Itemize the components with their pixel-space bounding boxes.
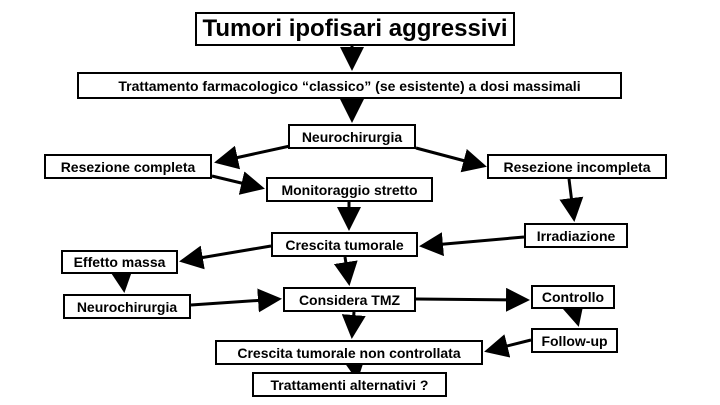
arrow-resezione_completa-to-monitoraggio <box>211 171 265 195</box>
arrow-controllo-to-follow_up <box>560 300 585 327</box>
neurochirurgia-bottom-node: Neurochirurgia <box>63 294 191 319</box>
trattamenti-alternativi-node: Trattamenti alternativi ? <box>252 372 447 397</box>
arrow-resezione_incompleta-to-irradiazione <box>559 178 584 222</box>
resezione-incompleta-node: Resezione incompleta <box>487 154 667 179</box>
monitoraggio-stretto-node: Monitoraggio stretto <box>266 177 433 202</box>
title-node: Tumori ipofisari aggressivi <box>195 12 515 46</box>
arrow-neurochirurgia_top-to-resezione_incompleta <box>415 146 487 173</box>
neurochirurgia-top-node: Neurochirurgia <box>288 124 416 149</box>
arrow-neurochirurgia_top-to-resezione_completa <box>214 144 291 170</box>
arrow-effetto_massa-to-neurochirurgia_bottom <box>109 267 134 293</box>
crescita-non-controllata-node: Crescita tumorale non controllata <box>215 340 483 365</box>
follow-up-node: Follow-up <box>531 328 618 353</box>
arrow-considera_tmz-to-crescita_non_controllata <box>341 311 366 339</box>
resezione-completa-node: Resezione completa <box>44 154 212 179</box>
arrow-neurochirurgia_bottom-to-considera_tmz <box>190 288 282 313</box>
arrow-follow_up-to-crescita_non_controllata <box>484 334 532 358</box>
controllo-node: Controllo <box>531 285 615 309</box>
arrow-crescita-to-effetto_massa <box>179 244 272 270</box>
irradiazione-node: Irradiazione <box>524 223 628 248</box>
arrow-crescita-to-considera_tmz <box>333 256 358 286</box>
arrow-irradiazione-to-crescita <box>419 232 525 257</box>
considera-tmz-node: Considera TMZ <box>283 287 416 312</box>
crescita-tumorale-node: Crescita tumorale <box>271 232 418 257</box>
effetto-massa-node: Effetto massa <box>61 250 178 274</box>
flowchart-arrows <box>109 46 585 381</box>
trattamento-farmacologico-node: Trattamento farmacologico “classico” (se… <box>77 72 622 99</box>
arrow-considera_tmz-to-controllo <box>415 287 530 312</box>
